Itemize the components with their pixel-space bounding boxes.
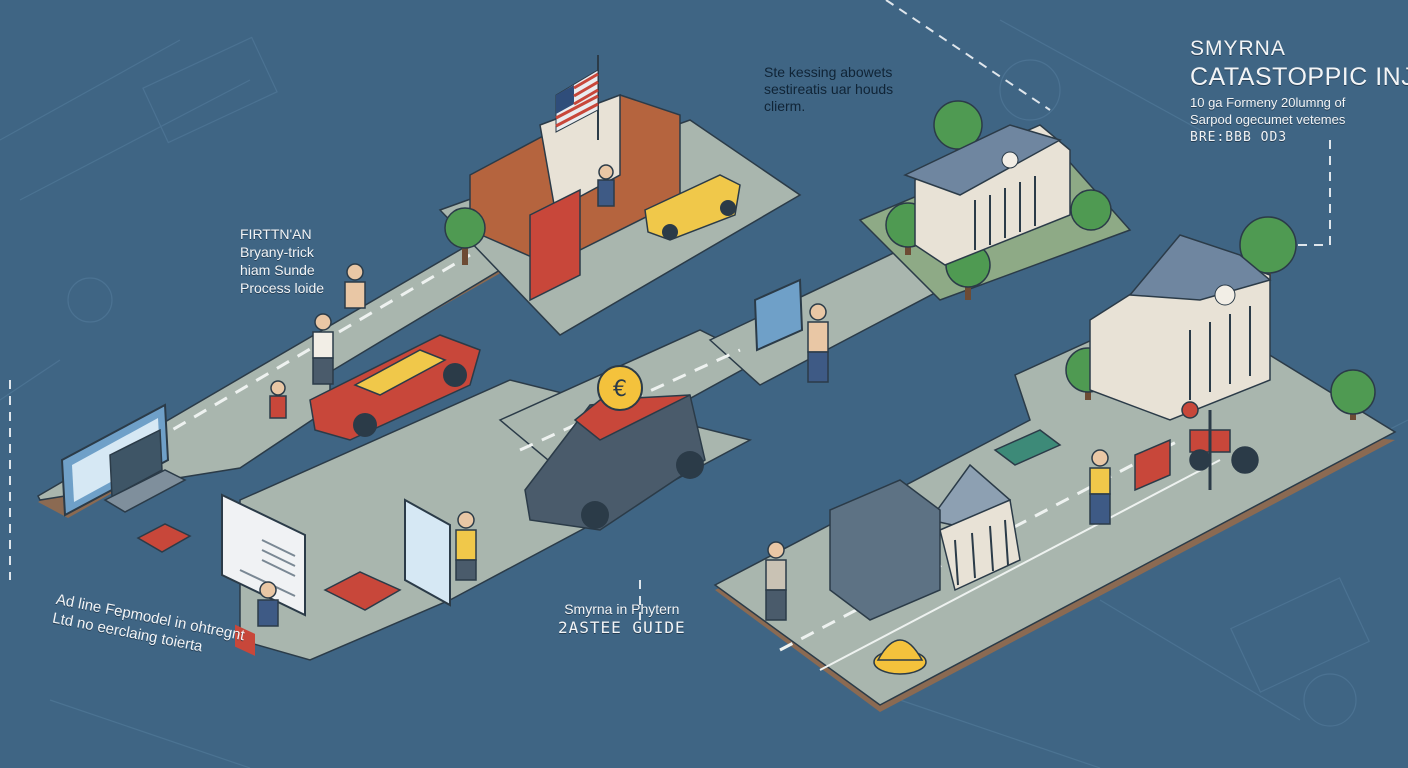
background-sketch — [0, 19, 1408, 768]
note-left-line: Bryany-trick — [240, 244, 314, 260]
computer-monitor-icon — [221, 493, 306, 656]
note-center-line: Smyrna in Phytern — [564, 601, 680, 617]
note-center-line: 2ASTEE GUIDE — [558, 618, 686, 637]
tree-icon — [1070, 189, 1112, 231]
car-icon — [644, 174, 741, 241]
tree-icon — [1239, 216, 1297, 280]
person-icon — [765, 541, 787, 621]
note-left-line: Process loide — [240, 280, 325, 296]
tree-icon — [1330, 369, 1376, 420]
courthouse-icon — [1089, 234, 1272, 421]
flag-icon — [555, 69, 599, 133]
red-sign — [529, 188, 581, 302]
green-rock — [993, 429, 1062, 466]
props — [136, 188, 1259, 675]
note-top: Ste kessing abowets sestireatis uar houd… — [764, 64, 893, 115]
person-icon — [597, 164, 615, 207]
title-line-1: SMYRNA — [1190, 37, 1286, 60]
computer-monitor-icon — [753, 278, 804, 352]
car-icon — [524, 394, 706, 531]
temple-bank-icon — [928, 463, 1021, 592]
red-stool — [136, 523, 192, 553]
title-block: SMYRNA CATASTOPPIC INJURY 10 ga Formeny … — [1190, 36, 1408, 147]
people — [257, 164, 1111, 627]
person-icon — [269, 380, 287, 419]
svg-text:€: € — [613, 377, 627, 402]
note-left: FIRTTN'AN Bryany-trick hiam Sunde Proces… — [240, 225, 324, 297]
subtitle-line-3: BRE:BBB OD3 — [1190, 130, 1288, 145]
courthouse-icon — [903, 124, 1071, 266]
person-icon — [344, 263, 366, 309]
red-board — [1134, 438, 1171, 492]
person-icon — [807, 303, 829, 383]
whiteboard — [404, 498, 451, 607]
person-icon — [312, 313, 334, 385]
note-top-line: sestireatis uar houds — [764, 81, 894, 97]
tree-icon — [444, 207, 486, 265]
bell-icon — [873, 639, 927, 675]
euro-coin-icon: € — [597, 365, 643, 411]
person-icon — [257, 581, 279, 627]
person-icon — [1089, 449, 1111, 525]
person-icon — [455, 511, 477, 581]
title-line-2: CATASTOPPIC INJURY — [1190, 63, 1408, 91]
note-top-line: clierm. — [764, 98, 806, 114]
subtitle-line-1: 10 ga Formeny 20lumng of — [1190, 95, 1346, 110]
trees — [444, 100, 1376, 420]
note-center: Smyrna in Phytern 2ASTEE GUIDE — [558, 600, 686, 638]
subtitle-line-2: Sarpod ogecumet vetemes — [1190, 112, 1346, 127]
note-left-line: hiam Sunde — [240, 262, 315, 278]
red-table — [323, 571, 402, 611]
laptop-icon — [103, 428, 187, 513]
note-left-line: FIRTTN'AN — [240, 226, 312, 242]
equipment-trailer — [829, 479, 941, 621]
note-top-line: Ste kessing abowets — [764, 64, 893, 80]
car-icon — [309, 334, 481, 441]
